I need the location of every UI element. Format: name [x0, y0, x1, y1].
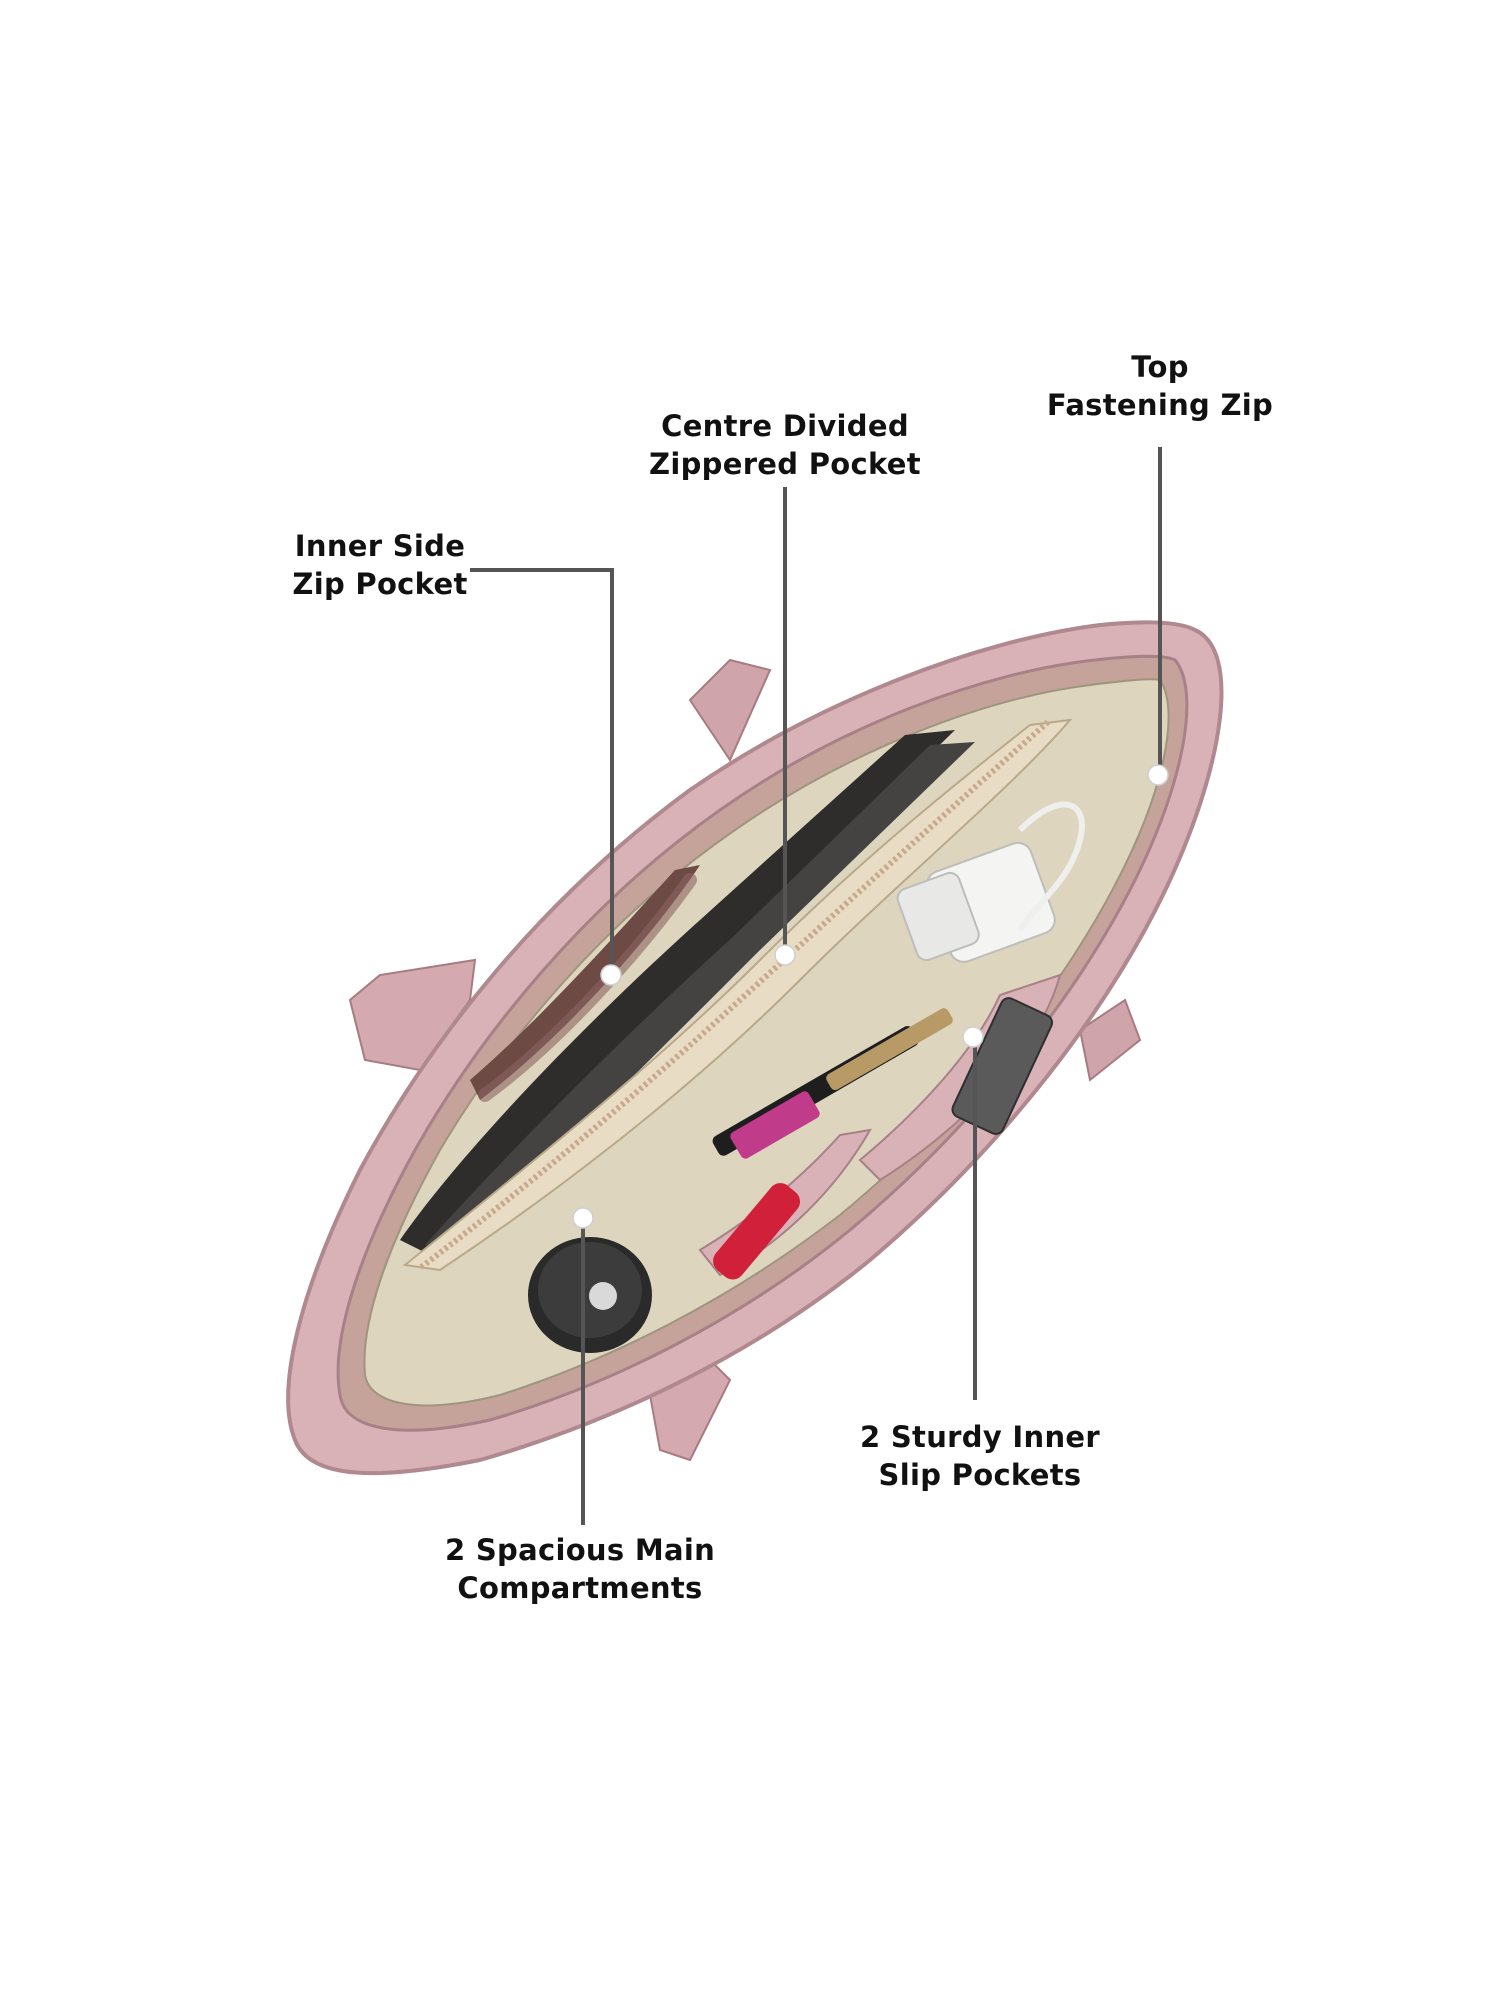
callout-inner-side-zip-pocket: Inner Side Zip Pocket	[280, 527, 480, 603]
callout-text: Inner Side	[294, 529, 466, 563]
callout-text: Centre Divided	[661, 409, 909, 443]
callout-top-fastening-zip: Top Fastening Zip	[1040, 348, 1280, 424]
callout-leader-lines	[470, 447, 1162, 1525]
callout-text: Zip Pocket	[292, 567, 468, 601]
callout-centre-divided-pocket: Centre Divided Zippered Pocket	[640, 407, 930, 483]
callout-text: Slip Pockets	[878, 1458, 1082, 1492]
callout-dots	[572, 764, 1169, 1229]
centre-divider-pocket	[402, 718, 1073, 1272]
callout-text: Fastening Zip	[1046, 388, 1274, 422]
inner-side-zip-pocket	[470, 865, 700, 1100]
callout-text: Top	[1131, 350, 1189, 384]
charger-item	[896, 801, 1085, 963]
compact-powder	[528, 1237, 652, 1353]
callout-text: Zippered Pocket	[649, 447, 921, 481]
callout-main-compartments: 2 Spacious Main Compartments	[430, 1531, 730, 1607]
callout-text: 2 Sturdy Inner	[860, 1420, 1100, 1454]
callout-text: Compartments	[457, 1571, 703, 1605]
callout-text: 2 Spacious Main	[444, 1533, 716, 1567]
callout-slip-pockets: 2 Sturdy Inner Slip Pockets	[860, 1418, 1100, 1494]
